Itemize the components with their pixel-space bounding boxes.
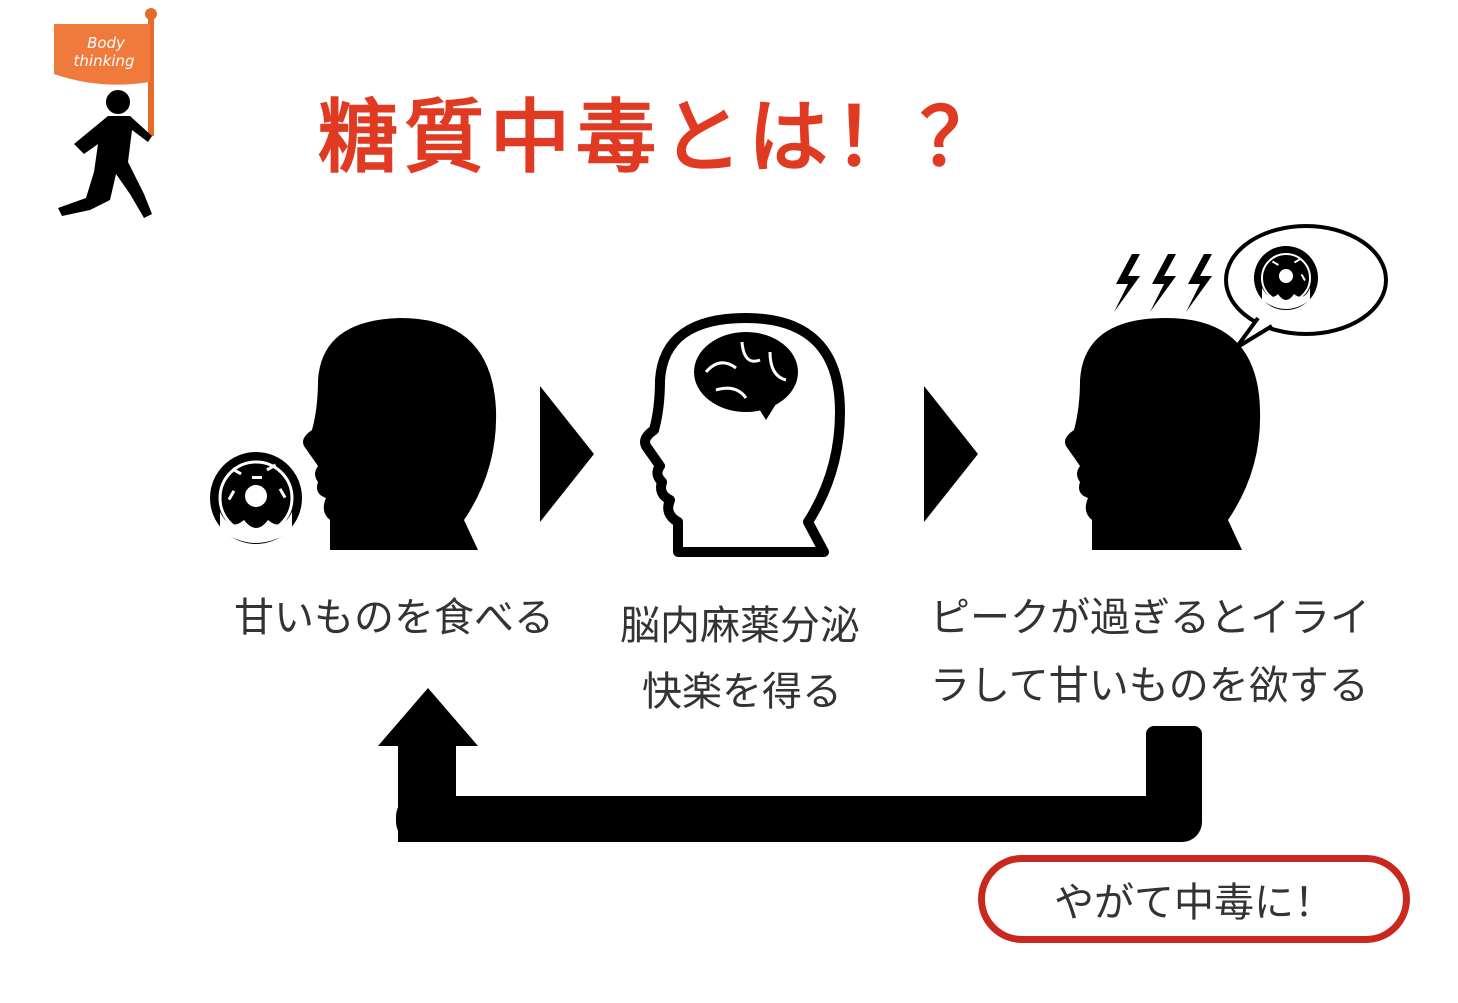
runner-icon	[58, 90, 152, 218]
brain-icon	[694, 332, 798, 420]
donut-icon	[1254, 246, 1318, 310]
donut-icon	[210, 452, 302, 544]
step-3-caption-line1: ピークが過ぎるとイライ	[930, 595, 1370, 641]
lightning-icon	[1114, 254, 1212, 312]
flag-text-line2: thinking	[74, 52, 135, 70]
body-thinking-logo: Body thinking	[54, 8, 157, 218]
thought-bubble-icon	[1224, 224, 1388, 350]
loop-back-arrow-icon	[378, 688, 1202, 842]
head-craving-donut-icon	[1065, 224, 1388, 550]
page-title: 糖質中毒とは！？	[318, 91, 1006, 184]
step-2-caption-line1: 脳内麻薬分泌	[620, 603, 860, 649]
step-2-caption-line2: 快楽を得る	[642, 669, 842, 715]
addiction-badge: やがて中毒に！	[978, 855, 1410, 943]
head-with-donut-icon	[210, 318, 497, 550]
step-arrow-right-icon	[924, 386, 978, 522]
step-arrow-right-icon	[540, 386, 594, 522]
head-with-brain-icon	[640, 313, 845, 557]
step-3-caption-line2: ラして甘いものを欲する	[930, 663, 1369, 709]
step-1-caption: 甘いものを食べる	[234, 595, 554, 641]
flag-text-line1: Body	[87, 34, 126, 52]
flag-icon	[54, 24, 150, 85]
flag-pole	[148, 14, 154, 136]
